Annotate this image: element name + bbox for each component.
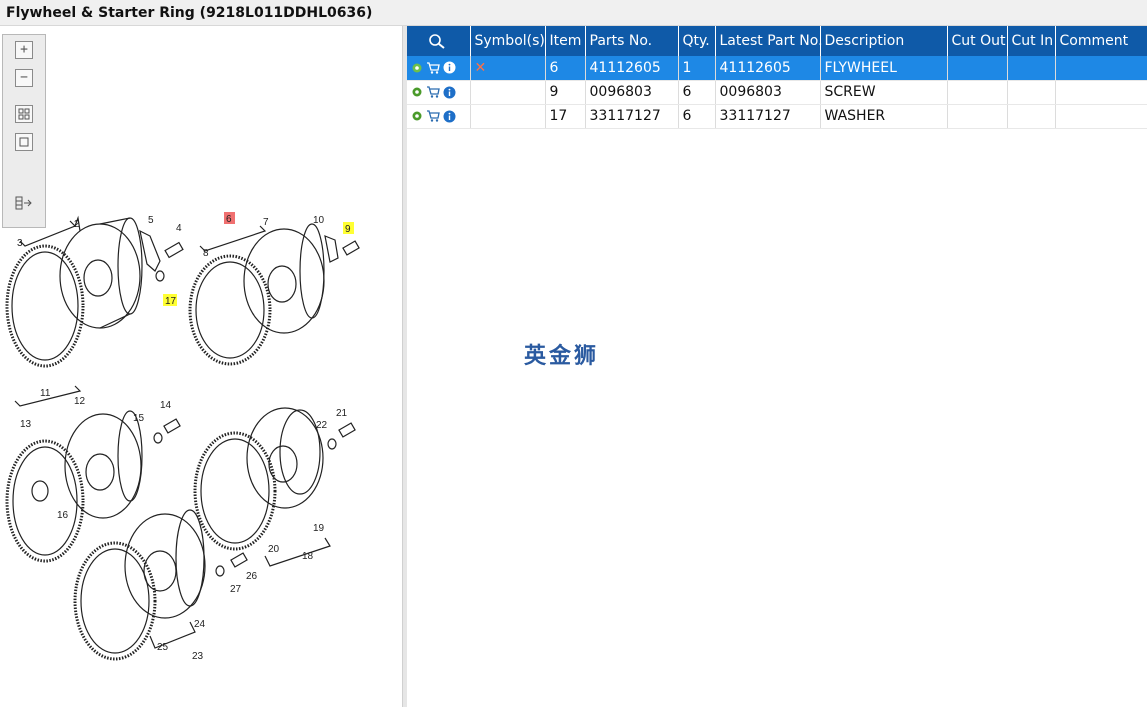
row-parts-no: 0096803 [585, 80, 679, 105]
row-cut-in [1007, 56, 1056, 81]
callout-2[interactable]: 2 [74, 219, 80, 230]
callout-20[interactable]: 20 [268, 544, 280, 555]
callout-10[interactable]: 10 [313, 215, 325, 226]
header-parts-no[interactable]: Parts No. [585, 26, 679, 56]
row-qty: 1 [678, 56, 716, 81]
diagram-pane[interactable]: + − [0, 26, 403, 707]
fit-page-icon[interactable] [15, 105, 33, 123]
row-symbol [470, 104, 546, 129]
callout-11[interactable]: 11 [40, 388, 51, 399]
window-title: Flywheel & Starter Ring (9218L011DDHL063… [0, 0, 1147, 26]
row-cut-in [1007, 104, 1056, 129]
row-item: 9 [545, 80, 586, 105]
gear-icon[interactable] [411, 62, 423, 74]
row-parts-no: 41112605 [585, 56, 679, 81]
row-item: 6 [545, 56, 586, 81]
header-qty[interactable]: Qty. [678, 26, 716, 56]
row-latest-part-no: 41112605 [715, 56, 821, 81]
callout-18[interactable]: 18 [302, 551, 314, 562]
row-description: WASHER [820, 104, 948, 129]
row-actions [407, 56, 471, 81]
row-comment [1055, 80, 1147, 105]
row-latest-part-no: 33117127 [715, 104, 821, 129]
gear-icon[interactable] [411, 86, 423, 98]
parts-list-pane: Symbol(s) Item Parts No. Qty. Latest Par… [407, 26, 1147, 707]
watermark-logo: 英金狮 [524, 344, 600, 369]
row-actions [407, 104, 471, 129]
cross-icon: ✕ [474, 59, 487, 76]
callout-13[interactable]: 13 [20, 419, 32, 430]
table-row[interactable]: 9 0096803 6 0096803 SCREW [407, 80, 1147, 105]
cart-icon[interactable] [426, 110, 440, 122]
row-cut-out [947, 104, 1008, 129]
diagram-toolbar: + − [2, 34, 46, 228]
row-actions [407, 80, 471, 105]
header-symbols[interactable]: Symbol(s) [470, 26, 546, 56]
callout-5[interactable]: 5 [148, 215, 154, 226]
cart-icon[interactable] [426, 62, 440, 74]
table-row[interactable]: ✕ 6 41112605 1 41112605 FLYWHEEL [407, 56, 1147, 81]
row-item: 17 [545, 104, 586, 129]
callout-26[interactable]: 26 [246, 571, 258, 582]
header-latest-part-no[interactable]: Latest Part No. [715, 26, 823, 56]
callout-15[interactable]: 15 [133, 413, 145, 424]
callout-8[interactable]: 8 [203, 248, 209, 259]
info-icon[interactable] [443, 86, 456, 99]
row-cut-in [1007, 80, 1056, 105]
parts-table: Symbol(s) Item Parts No. Qty. Latest Par… [407, 26, 1147, 129]
info-icon[interactable] [443, 61, 456, 74]
table-row[interactable]: 17 33117127 6 33117127 WASHER [407, 104, 1147, 129]
zoom-out-icon[interactable]: − [15, 69, 33, 87]
callout-21[interactable]: 21 [336, 408, 348, 419]
callout-22[interactable]: 22 [316, 420, 328, 431]
actual-size-icon[interactable] [15, 133, 33, 151]
callout-17[interactable]: 17 [165, 296, 177, 307]
cart-icon[interactable] [426, 86, 440, 98]
table-header-row: Symbol(s) Item Parts No. Qty. Latest Par… [407, 26, 1147, 56]
gear-icon[interactable] [411, 110, 423, 122]
row-symbol: ✕ [470, 56, 546, 81]
callout-9[interactable]: 9 [345, 224, 351, 235]
exploded-parts-diagram: 3 2 5 4 17 6 7 8 10 9 11 12 13 15 14 16 … [5, 212, 360, 662]
export-icon[interactable] [15, 195, 33, 213]
row-qty: 6 [678, 104, 716, 129]
callout-3[interactable]: 3 [17, 238, 23, 249]
pane-splitter[interactable] [403, 26, 407, 707]
row-description: FLYWHEEL [820, 56, 948, 81]
header-icons[interactable] [407, 26, 471, 56]
callout-14[interactable]: 14 [160, 400, 172, 411]
header-item[interactable]: Item [545, 26, 586, 56]
callout-7[interactable]: 7 [263, 217, 269, 228]
search-parts-icon[interactable] [428, 33, 446, 49]
row-description: SCREW [820, 80, 948, 105]
row-latest-part-no: 0096803 [715, 80, 821, 105]
callout-19[interactable]: 19 [313, 523, 325, 534]
header-cut-in[interactable]: Cut In [1007, 26, 1056, 56]
callout-27[interactable]: 27 [230, 584, 242, 595]
callout-16[interactable]: 16 [57, 510, 69, 521]
callout-25[interactable]: 25 [157, 642, 169, 653]
callout-6[interactable]: 6 [226, 214, 232, 225]
zoom-in-icon[interactable]: + [15, 41, 33, 59]
callout-23[interactable]: 23 [192, 651, 204, 662]
callout-4[interactable]: 4 [176, 223, 182, 234]
header-comment[interactable]: Comment [1055, 26, 1147, 56]
row-symbol [470, 80, 546, 105]
info-icon[interactable] [443, 110, 456, 123]
row-comment [1055, 56, 1147, 81]
row-cut-out [947, 56, 1008, 81]
row-parts-no: 33117127 [585, 104, 679, 129]
header-cut-out[interactable]: Cut Out [947, 26, 1008, 56]
callout-24[interactable]: 24 [194, 619, 206, 630]
callout-12[interactable]: 12 [74, 396, 86, 407]
row-comment [1055, 104, 1147, 129]
header-description[interactable]: Description [820, 26, 948, 56]
row-cut-out [947, 80, 1008, 105]
row-qty: 6 [678, 80, 716, 105]
